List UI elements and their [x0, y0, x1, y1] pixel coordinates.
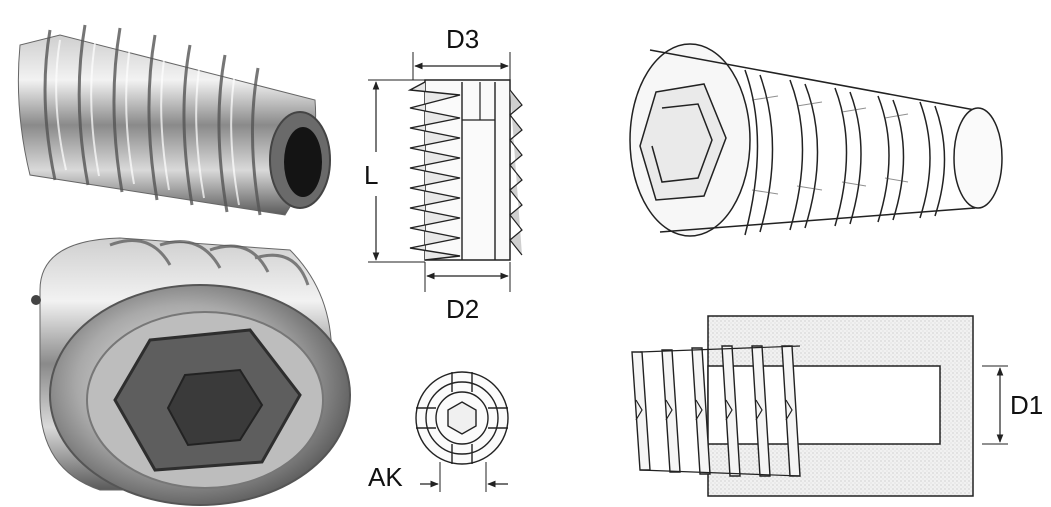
perspective-hex-socket [639, 83, 727, 201]
insert-dimension-section [368, 52, 523, 292]
end-view-hex [447, 401, 477, 435]
insert-installed-section [631, 315, 1008, 497]
perspective-thread-fins [744, 69, 946, 236]
threaded-insert-photo-side [17, 24, 331, 216]
insert-end-view [415, 371, 509, 492]
label-d1: D1 [1010, 390, 1043, 420]
label-ak: AK [368, 462, 403, 492]
insert-perspective-sketch [629, 43, 1003, 237]
label-d3: D3 [446, 24, 479, 54]
label-d2: D2 [446, 294, 479, 324]
label-l: L [364, 160, 378, 190]
bore-cavity [707, 365, 941, 445]
thread-profile-left [407, 81, 461, 261]
thread-profile-right [509, 89, 523, 256]
insert-thread-ridges [43, 24, 262, 216]
threaded-insert-photo-hex-end [31, 237, 351, 506]
